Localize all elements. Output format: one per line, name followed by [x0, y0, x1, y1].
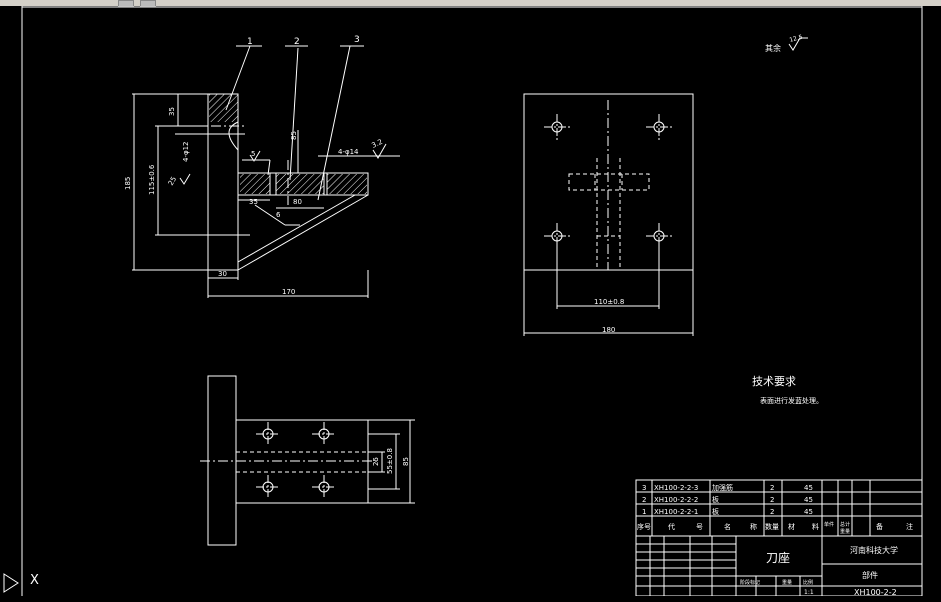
dim-170: 170	[282, 288, 295, 296]
hdr-ming: 名	[724, 522, 731, 531]
dim-80: 80	[293, 198, 302, 206]
roughness-25: 25	[167, 175, 178, 187]
drawing-canvas[interactable]: 1 2 3 185 115±0.6 35 4-φ12 85 5 80 35 6 …	[0, 6, 941, 602]
part-2-name: 板	[712, 495, 719, 504]
part-2-mat: 45	[804, 496, 813, 504]
dim-85: 85	[290, 131, 298, 140]
tech-title: 技术要求	[752, 375, 796, 388]
dim-180: 180	[602, 326, 615, 334]
title-block	[635, 479, 923, 597]
hdr-cai: 材	[788, 522, 795, 531]
part-3-no: 3	[642, 484, 646, 492]
hdr-dai: 代	[668, 522, 675, 531]
title-category: 部件	[862, 570, 878, 580]
title-part-name: 刀座	[766, 550, 790, 565]
hdr-liao: 料	[812, 522, 819, 531]
dim-6: 6	[276, 211, 281, 219]
part-1-code: XH100-2-2-1	[654, 508, 698, 516]
part-1-qty: 2	[770, 508, 774, 516]
hdr-total: 总计	[840, 521, 850, 528]
command-bar[interactable]	[0, 596, 941, 602]
hdr-bei: 备	[876, 522, 883, 531]
roughness-3-2: 3.2	[370, 138, 383, 150]
dim-185: 185	[124, 177, 132, 190]
part-2-code: XH100-2-2-2	[654, 496, 698, 504]
ucs-icon: X	[3, 573, 39, 593]
title-school: 河南科技大学	[850, 545, 898, 555]
hdr-hao: 号	[696, 523, 703, 531]
hdr-zhu: 注	[906, 522, 913, 531]
balloon-1: 1	[247, 37, 253, 47]
dim-110: 110±0.8	[594, 298, 624, 306]
front-view	[132, 45, 400, 298]
roughness-other: 其余 12.5	[765, 34, 808, 53]
dim-115: 115±0.6	[148, 164, 156, 195]
title-block-text: 3 XH100-2-2-3 加强筋 2 45 2 XH100-2-2-2 板 2…	[637, 483, 913, 597]
side-view	[523, 93, 694, 336]
part-1-name: 板	[712, 507, 719, 516]
side-view-dimensions: 110±0.8 180	[594, 298, 624, 334]
hdr-cheng: 称	[750, 522, 757, 531]
dim-35: 35	[168, 107, 176, 116]
dim-5: 5	[251, 150, 255, 158]
part-3-qty: 2	[770, 484, 774, 492]
part-2-no: 2	[642, 496, 646, 504]
balloon-3: 3	[354, 35, 360, 45]
balloon-2: 2	[294, 37, 300, 47]
hdr-weight: 重量	[840, 528, 850, 535]
top-view-dimensions: 25 55±0.8 85	[372, 448, 410, 474]
top-view	[200, 375, 415, 546]
part-1-mat: 45	[804, 508, 813, 516]
part-3-code: XH100-2-2-3	[654, 484, 698, 492]
dim-55: 55±0.8	[386, 448, 394, 474]
title-scale-label: 比例	[803, 579, 813, 586]
hdr-qty: 数量	[765, 522, 779, 531]
part-2-qty: 2	[770, 496, 774, 504]
title-stage-label: 阶段标记	[740, 579, 760, 586]
tech-line-1: 表面进行发蓝处理。	[760, 396, 823, 405]
dim-35b: 35	[249, 198, 258, 206]
technical-requirements: 技术要求 表面进行发蓝处理。	[752, 375, 823, 405]
part-3-mat: 45	[804, 484, 813, 492]
part-1-no: 1	[642, 508, 646, 516]
roughness-12-5: 12.5	[789, 34, 804, 44]
dim-4-phi12: 4-φ12	[182, 141, 190, 162]
part-3-name: 加强筋	[712, 483, 733, 492]
hdr-seq: 序号	[637, 522, 651, 531]
title-drawing-no: XH100-2-2	[854, 588, 897, 597]
hdr-unit: 单件	[824, 521, 834, 528]
dim-4-phi14: 4-φ14	[338, 148, 359, 156]
dim-85b: 85	[402, 457, 410, 466]
ucs-x-label: X	[30, 573, 39, 588]
dim-30: 30	[218, 270, 227, 278]
roughness-other-label: 其余	[765, 43, 781, 53]
title-scale: 1:1	[804, 589, 814, 596]
front-view-dimensions: 1 2 3 185 115±0.6 35 4-φ12 85 5 80 35 6 …	[124, 35, 384, 296]
dim-25: 25	[372, 457, 380, 466]
title-weight-label: 重量	[782, 579, 792, 586]
